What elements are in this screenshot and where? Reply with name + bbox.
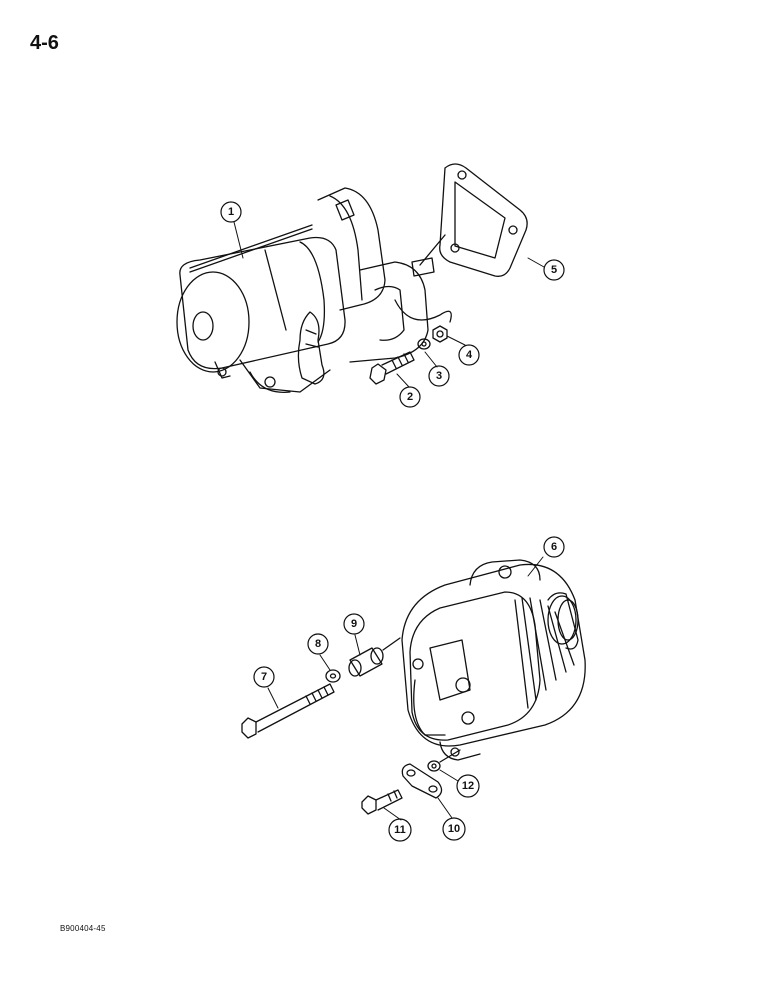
callout-12: 12 [462,780,474,792]
alternator [401,559,586,761]
strap-bolt [361,789,403,815]
callout-8: 8 [315,638,321,650]
nut-4 [432,325,448,343]
figure-code: B900404-45 [60,924,106,933]
callout-3: 3 [436,370,442,382]
callout-6: 6 [551,541,557,553]
callout-circles [220,201,565,842]
alternator-pivot-bolt [241,683,335,739]
washer-12 [427,749,461,772]
strap-plate [401,763,443,799]
callout-7: 7 [261,671,267,683]
spacer-9 [348,637,401,677]
callout-11: 11 [394,824,406,836]
callout-1: 1 [228,206,234,218]
callout-10: 10 [448,823,460,835]
page-number: 4-6 [30,32,59,54]
callout-2: 2 [407,391,413,403]
lockwasher-3 [417,338,431,350]
starter-mount-bolt [369,351,415,385]
callout-5: 5 [551,264,557,276]
washer-8 [325,669,341,683]
gasket [419,163,528,277]
starter-motor [176,187,452,393]
callout-4: 4 [466,349,473,361]
leader-lines [233,221,545,821]
callout-9: 9 [351,618,357,630]
